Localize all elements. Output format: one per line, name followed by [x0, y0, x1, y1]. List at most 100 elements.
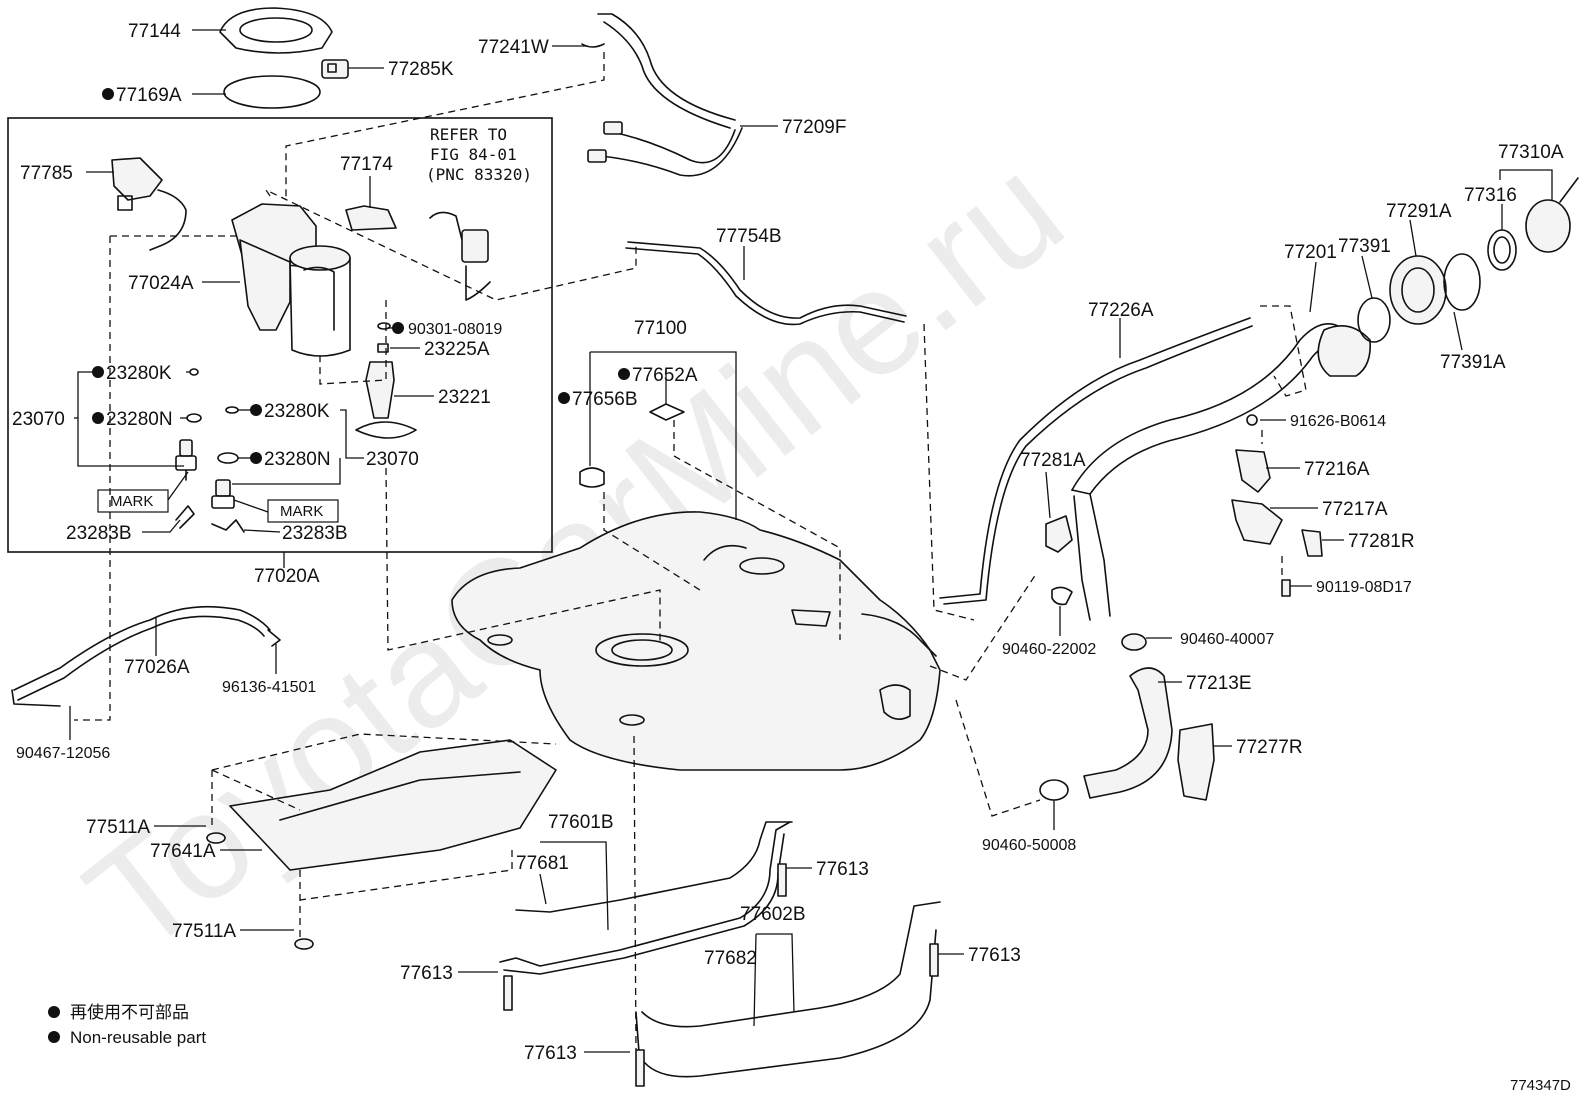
retainer-clip-a-shape[interactable]: [175, 505, 195, 529]
clamp-96136-shape[interactable]: [267, 629, 281, 647]
label-77391A[interactable]: 77391A: [1440, 352, 1506, 373]
connector-23070-a-shape[interactable]: [175, 439, 197, 481]
label-77226A[interactable]: 77226A: [1088, 300, 1154, 321]
label-77020A[interactable]: 77020A: [254, 566, 320, 587]
label-90467-12056[interactable]: 90467-12056: [16, 745, 110, 762]
clamp-77281R-shape[interactable]: [1301, 529, 1323, 557]
grommet-77656B-shape[interactable]: [579, 467, 605, 488]
fuel-cap-77310A-shape[interactable]: [1525, 177, 1579, 253]
gasket-shape[interactable]: [223, 75, 321, 109]
label-77511A-a[interactable]: 77511A: [86, 817, 150, 838]
clip-77511A-b-shape[interactable]: [294, 938, 314, 950]
label-23221[interactable]: 23221: [438, 387, 491, 408]
gasket-77391-shape[interactable]: [1357, 297, 1391, 343]
label-77310A[interactable]: 77310A: [1498, 142, 1564, 163]
label-77277R[interactable]: 77277R: [1236, 737, 1303, 758]
label-77681[interactable]: 77681: [516, 853, 569, 874]
label-77652A[interactable]: 77652A: [632, 365, 698, 386]
label-77602B[interactable]: 77602B: [740, 904, 806, 925]
label-77026A[interactable]: 77026A: [124, 657, 190, 678]
label-90119-08D17[interactable]: 90119-08D17: [1316, 579, 1412, 596]
label-77682[interactable]: 77682: [704, 948, 757, 969]
label-23280N-b[interactable]: 23280N: [264, 449, 331, 470]
label-77144[interactable]: 77144: [128, 21, 181, 42]
label-77201[interactable]: 77201: [1284, 242, 1337, 263]
label-77213E[interactable]: 77213E: [1186, 673, 1252, 694]
label-77613-d[interactable]: 77613: [524, 1043, 577, 1064]
label-96136-41501[interactable]: 96136-41501: [222, 679, 316, 696]
filter-23225A-shape[interactable]: [377, 343, 389, 353]
label-91626-B0614[interactable]: 91626-B0614: [1290, 413, 1386, 430]
o-ring-23280K-b-shape[interactable]: [225, 406, 239, 414]
vent-tube-shape[interactable]: [13, 605, 271, 691]
label-90460-22002[interactable]: 90460-22002: [1002, 641, 1096, 658]
label-77601B[interactable]: 77601B: [548, 812, 614, 833]
clamp-90460-40007-shape[interactable]: [1121, 633, 1147, 651]
fuel-pump-23221-shape[interactable]: [355, 361, 417, 439]
label-77174[interactable]: 77174: [340, 154, 393, 175]
label-23070-a[interactable]: 23070: [12, 409, 65, 430]
label-23280K-b[interactable]: 23280K: [264, 401, 330, 422]
label-77316[interactable]: 77316: [1464, 185, 1517, 206]
label-77100[interactable]: 77100: [634, 318, 687, 339]
connector-shape[interactable]: [321, 59, 349, 79]
heat-insulator-shape[interactable]: [229, 739, 557, 871]
label-23225A[interactable]: 23225A: [424, 339, 490, 360]
o-ring-90301-shape[interactable]: [377, 322, 391, 330]
clamp-90460-50008-shape[interactable]: [1039, 779, 1069, 801]
o-ring-23280N-b-shape[interactable]: [217, 452, 239, 464]
connector-23070-b-shape[interactable]: [211, 479, 235, 509]
label-23283B-b[interactable]: 23283B: [282, 523, 348, 544]
label-77241W[interactable]: 77241W: [478, 37, 549, 58]
label-77656B[interactable]: 77656B: [572, 389, 638, 410]
gasket-77391A-shape[interactable]: [1443, 253, 1481, 311]
lock-ring-shape[interactable]: [219, 7, 333, 54]
clip-77511A-a-shape[interactable]: [206, 832, 226, 844]
label-77613-b[interactable]: 77613: [968, 945, 1021, 966]
label-77281R[interactable]: 77281R: [1348, 531, 1415, 552]
label-77291A[interactable]: 77291A: [1386, 201, 1452, 222]
bolt-77613-b-shape[interactable]: [929, 943, 939, 977]
label-77217A[interactable]: 77217A: [1322, 499, 1388, 520]
label-77209F[interactable]: 77209F: [782, 117, 846, 138]
filler-neck-77291A-shape[interactable]: [1389, 255, 1447, 325]
bolt-91626-shape[interactable]: [1246, 414, 1258, 426]
clamp-90460-22002-shape[interactable]: [1051, 586, 1073, 606]
bracket-77217A-shape[interactable]: [1231, 499, 1283, 545]
clamp-77281A-shape[interactable]: [1045, 515, 1073, 553]
fuel-tube-assembly-shape[interactable]: [581, 13, 743, 177]
retainer-clip-b-shape[interactable]: [211, 519, 245, 533]
filler-cap-ring-77316-shape[interactable]: [1487, 229, 1517, 271]
label-90460-40007[interactable]: 90460-40007: [1180, 631, 1274, 648]
label-77754B[interactable]: 77754B: [716, 226, 782, 247]
fuel-pump-module-shape[interactable]: [231, 203, 351, 357]
label-77169A[interactable]: 77169A: [116, 85, 182, 106]
breather-tube-shape[interactable]: [939, 317, 1251, 599]
pad-77652A-shape[interactable]: [649, 403, 685, 421]
label-77511A-b[interactable]: 77511A: [172, 921, 236, 942]
label-23070-b[interactable]: 23070: [366, 449, 419, 470]
bolt-77613-a-shape[interactable]: [777, 863, 787, 897]
hose-protector-shape[interactable]: [1177, 723, 1215, 801]
refer-sender-shape[interactable]: [429, 211, 491, 301]
o-ring-23280N-a-shape[interactable]: [186, 413, 202, 423]
o-ring-23280K-a-shape[interactable]: [189, 368, 199, 376]
label-77285K[interactable]: 77285K: [388, 59, 454, 80]
label-77613-a[interactable]: 77613: [816, 859, 869, 880]
bolt-77613-c-shape[interactable]: [503, 975, 513, 1011]
label-77613-c[interactable]: 77613: [400, 963, 453, 984]
clip-shape[interactable]: [345, 205, 397, 231]
label-77281A[interactable]: 77281A: [1020, 450, 1086, 471]
tank-band-77602B-shape[interactable]: [635, 901, 941, 1078]
label-77216A[interactable]: 77216A: [1304, 459, 1370, 480]
label-23283B-a[interactable]: 23283B: [66, 523, 132, 544]
label-23280N-a[interactable]: 23280N: [106, 409, 173, 430]
sender-gauge-shape[interactable]: [111, 157, 187, 251]
label-77391[interactable]: 77391: [1338, 236, 1391, 257]
fuel-tank-shape[interactable]: [451, 511, 941, 771]
label-23280K-a[interactable]: 23280K: [106, 363, 172, 384]
label-90301-08019[interactable]: 90301-08019: [408, 321, 502, 338]
label-77024A[interactable]: 77024A: [128, 273, 194, 294]
label-90460-50008[interactable]: 90460-50008: [982, 837, 1076, 854]
bolt-90119-shape[interactable]: [1281, 579, 1291, 597]
